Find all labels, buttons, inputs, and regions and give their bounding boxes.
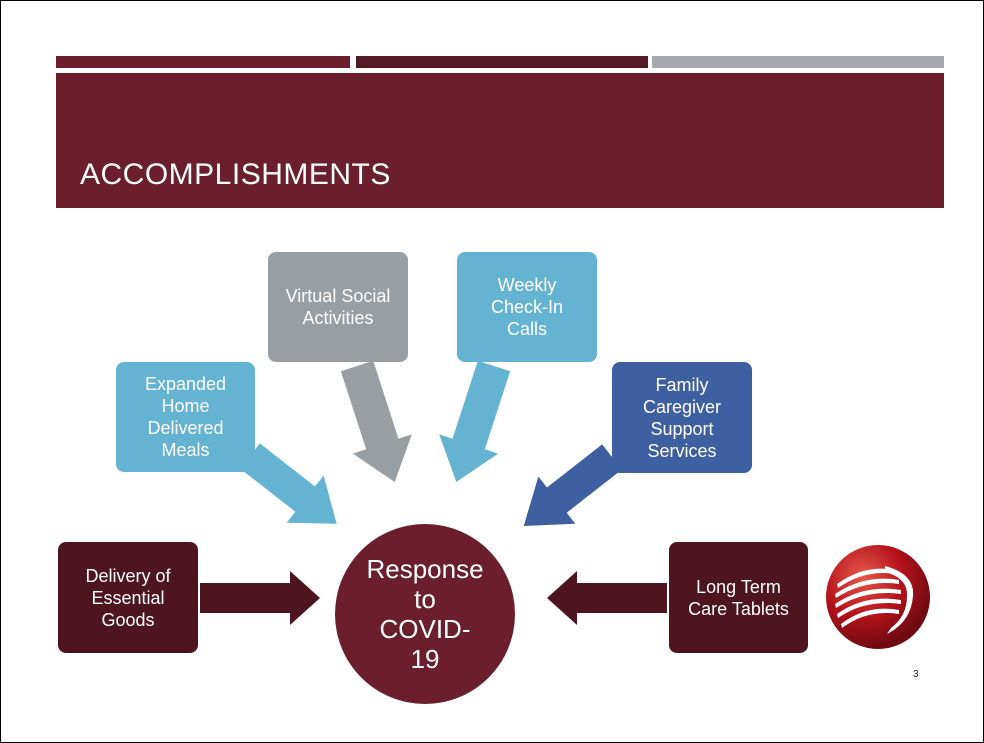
arrow-delivery xyxy=(200,571,320,625)
slide-title: ACCOMPLISHMENTS xyxy=(80,158,391,191)
arrow-weekly xyxy=(439,360,511,483)
node-delivery-of-essential-goods: Delivery of Essential Goods xyxy=(58,542,198,653)
accent-bar-dark xyxy=(356,56,648,68)
arrow-meals xyxy=(240,443,337,524)
arrow-virtual xyxy=(340,360,412,483)
slide-number: 3 xyxy=(913,669,919,680)
node-expanded-home-delivered-meals: Expanded Home Delivered Meals xyxy=(116,362,255,472)
center-response-to-covid-19: Response to COVID- 19 xyxy=(335,524,515,704)
node-long-term-care-tablets: Long Term Care Tablets xyxy=(669,542,808,653)
arrow-ltc xyxy=(547,571,667,625)
title-band: ACCOMPLISHMENTS xyxy=(56,73,944,208)
node-virtual-social-activities: Virtual Social Activities xyxy=(268,252,408,362)
node-weekly-check-in-calls: Weekly Check-In Calls xyxy=(457,252,597,362)
accent-bar-gray xyxy=(652,56,944,68)
accent-bar-maroon xyxy=(56,56,350,68)
node-family-caregiver-support-services: Family Caregiver Support Services xyxy=(612,362,752,473)
agency-logo-icon xyxy=(826,545,930,649)
arrow-family xyxy=(523,444,622,526)
